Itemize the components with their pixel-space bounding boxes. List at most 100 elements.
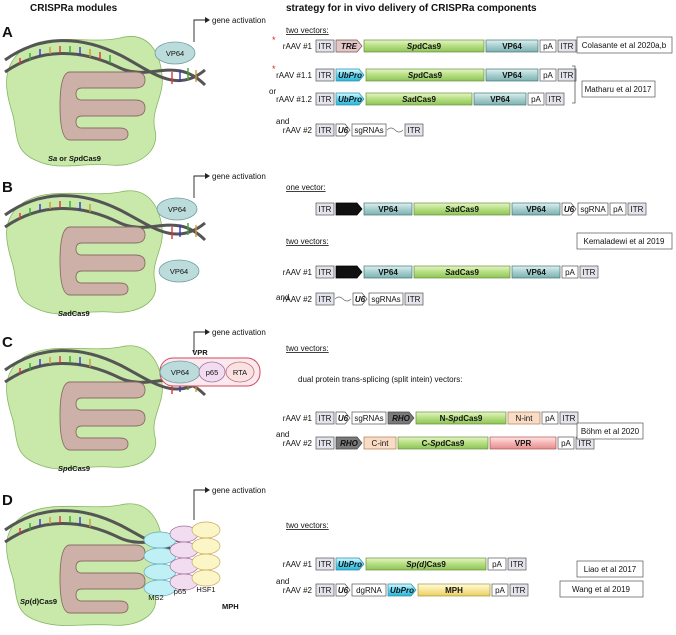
pa-element	[539, 68, 557, 82]
rho-label: RHO	[392, 414, 411, 423]
dgrna-label: dgRNA	[356, 586, 382, 595]
spacer-squiggle	[334, 296, 352, 302]
itr-label: ITR	[549, 95, 562, 104]
cas-label: Sp(d)Cas9	[20, 597, 57, 606]
itr-label: ITR	[319, 268, 332, 277]
and-label: and	[276, 293, 289, 302]
construct-name: rAAV #2	[283, 586, 313, 595]
pa-label: pA	[543, 71, 553, 80]
panel-letter: C	[2, 334, 13, 351]
itr-label: ITR	[513, 586, 526, 595]
strategy-label: two vectors:	[286, 521, 329, 530]
sadcas9-element	[365, 92, 473, 106]
u6-promoter	[335, 123, 351, 137]
itr-element	[557, 39, 577, 53]
itr-element	[315, 68, 335, 82]
ubpro-label: UbPro	[338, 560, 362, 569]
panel-letter: B	[2, 179, 13, 196]
cas-label: SpdCas9	[58, 464, 90, 473]
sgrnas-label: sgRNAs	[354, 126, 383, 135]
vp64-label: VP64	[526, 268, 546, 277]
panel-b: B SadCas9 VP64 VP64 gene activation one …	[2, 172, 673, 318]
reference-bracket	[572, 65, 576, 104]
itr-element	[315, 39, 335, 53]
itr-element	[315, 557, 335, 571]
panel-c: C SpdCas9 VP64 p65 RTA VPR gene activat	[2, 328, 644, 473]
reference-text: Matharu et al 2017	[585, 85, 652, 94]
pa-element	[487, 557, 507, 571]
ubpro-promoter	[335, 68, 365, 82]
dcas9-shape	[59, 226, 146, 296]
u6-label: U6	[338, 126, 349, 135]
p65-domain	[198, 361, 226, 383]
arrow-head	[205, 487, 210, 493]
construct-name: rAAV #1.1	[276, 71, 312, 80]
sp-d-cas9-element	[365, 557, 487, 571]
ubpro-label: UbPro	[390, 586, 414, 595]
itr-element	[557, 68, 577, 82]
ubpro-promoter	[335, 557, 365, 571]
strategy-label: two vectors:	[286, 26, 329, 35]
ubpro-label: UbPro	[338, 95, 362, 104]
itr-label: ITR	[561, 71, 574, 80]
rho-label: RHO	[340, 439, 359, 448]
itr-label: ITR	[511, 560, 524, 569]
ubpro-promoter	[387, 583, 417, 597]
pa-label: pA	[565, 268, 575, 277]
mph-label: MPH	[445, 586, 463, 595]
sadcas9-label: SadCas9	[445, 268, 479, 277]
activation-arrow	[193, 489, 207, 520]
activation-label: gene activation	[212, 16, 266, 25]
activation-arrow	[193, 175, 207, 198]
sp-d-cas9-label: Sp(d)Cas9	[406, 560, 446, 569]
reference-box	[559, 580, 644, 598]
arrow-head	[205, 17, 210, 23]
itr-element	[315, 292, 335, 306]
n-int-label: N-int	[516, 414, 534, 423]
p65-label: p65	[174, 587, 187, 596]
strategy-label: two vectors:	[286, 344, 329, 353]
pa-element	[527, 92, 545, 106]
itr-element	[545, 92, 565, 106]
dcas9-shape	[59, 71, 146, 141]
sadcas9-label: SadCas9	[402, 95, 436, 104]
activation-arrow	[193, 331, 207, 352]
activation-label: gene activation	[212, 172, 266, 181]
left-header: CRISPRa modules	[30, 3, 118, 14]
itr-label: ITR	[631, 205, 644, 214]
itr-element	[509, 583, 529, 597]
panel-letter: A	[2, 24, 13, 41]
itr-element	[315, 202, 335, 216]
itr-element	[315, 123, 335, 137]
u6-label: U6	[564, 205, 575, 214]
pa-element	[609, 202, 627, 216]
spacer-squiggle	[386, 127, 404, 133]
right-header: strategy for in vivo delivery of CRISPRa…	[286, 3, 537, 14]
cas-label: SadCas9	[58, 309, 90, 318]
n-int-element	[507, 411, 541, 425]
pa-element	[491, 583, 509, 597]
pa-element	[539, 39, 557, 53]
vp64-label: VP64	[170, 267, 188, 276]
sgrnas-element	[351, 123, 387, 137]
cas-label: Sa or SpdCas9	[48, 154, 101, 163]
dcas9-shape	[59, 381, 146, 451]
hsf1-label: HSF1	[196, 585, 215, 594]
panel-letter: D	[2, 492, 13, 509]
itr-element	[315, 411, 335, 425]
u6-label: U6	[338, 586, 349, 595]
vp64-effector-top	[156, 197, 198, 221]
dna-helix	[4, 39, 207, 87]
panel-d: D Sp(d)Cas9	[2, 486, 644, 626]
vp64-effector	[154, 41, 196, 65]
vp64-element	[511, 265, 561, 279]
pa-element	[557, 436, 575, 450]
itr-element	[315, 92, 335, 106]
panel-a: A Sa or SpdCas9 VP64 gene activation	[2, 16, 673, 167]
sgrnas-element	[351, 411, 387, 425]
pa-label: pA	[543, 42, 553, 51]
vp64-label: VP64	[171, 368, 189, 377]
u6-promoter	[335, 411, 351, 425]
activation-label: gene activation	[212, 328, 266, 337]
itr-label: ITR	[319, 295, 332, 304]
